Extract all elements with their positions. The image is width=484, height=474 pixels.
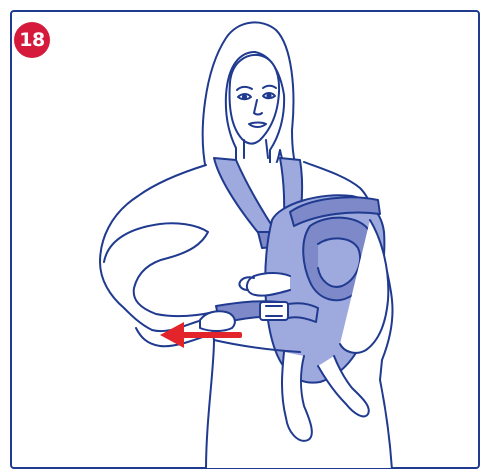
adjusting-hand — [200, 311, 235, 331]
belt-buckle — [260, 302, 288, 320]
baby-arm — [247, 273, 290, 296]
step-number-badge: 18 — [14, 22, 50, 58]
face — [230, 55, 280, 144]
